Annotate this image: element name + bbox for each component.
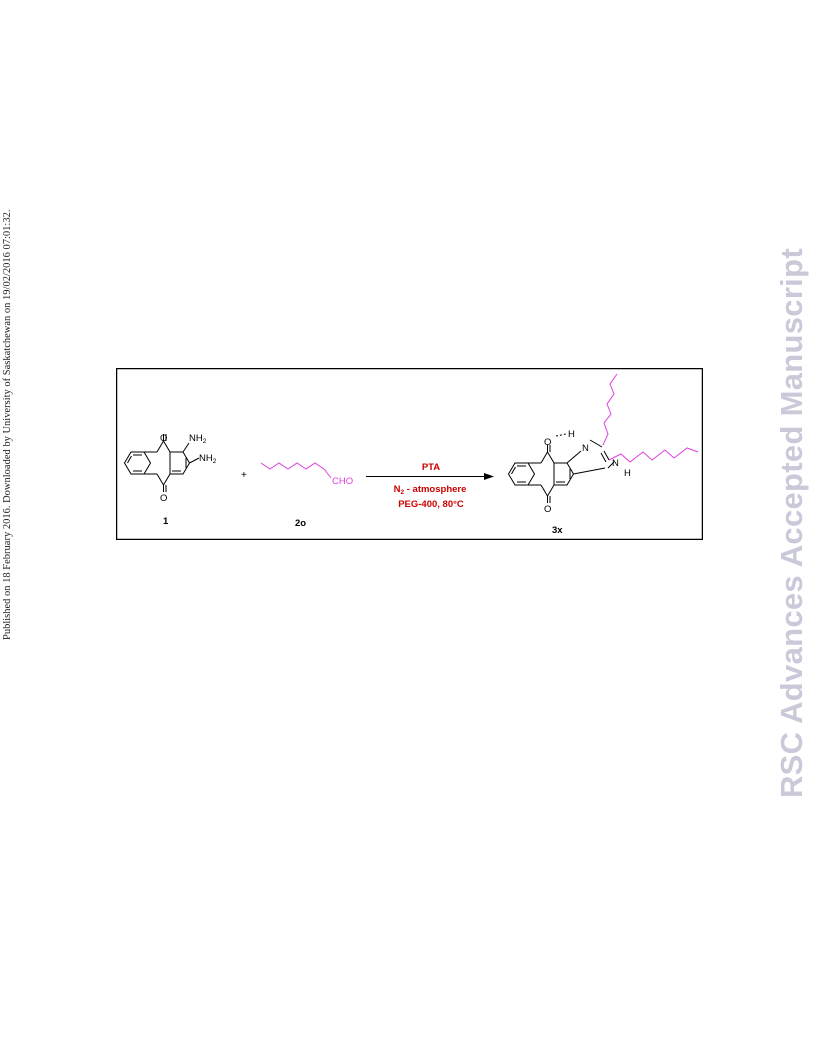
nh-text: NH [199,453,213,464]
reaction-scheme: O O NH2 NH2 1 + CHO 2o PTA N2 - atmosphe… [116,368,703,540]
product-3x-structure [507,433,615,503]
reactant-1-nh2-upper: NH2 [189,433,207,445]
plus-sign: + [241,470,247,481]
aldehyde-group: CHO [332,476,353,487]
reactant-2o-chain [260,462,332,479]
atmosphere-condition: N2 - atmosphere [394,484,467,496]
n-text: N [394,484,401,495]
reactant-2o-label: 2o [295,518,306,529]
nh-text: NH [189,433,203,444]
subscript-2: 2 [203,438,207,445]
accepted-manuscript-watermark: RSC Advances Accepted Manuscript [774,248,809,798]
reactant-1-label: 1 [163,516,169,527]
subscript-2: 2 [400,489,404,496]
product-3x-label: 3x [552,525,563,536]
product-h-upper: H [568,429,575,440]
product-n-upper: N [582,443,589,454]
scheme-frame [116,368,703,540]
product-o-top: O [544,437,551,448]
product-n-lower: N [612,458,619,469]
product-h-lower: H [624,468,631,479]
atmosphere-text: - atmosphere [404,484,466,495]
subscript-2: 2 [213,458,217,465]
reactant-1-nh2-lower: NH2 [199,453,217,465]
reactant-1-o-bottom: O [160,493,167,504]
solvent-temperature-condition: PEG-400, 80°C [398,499,464,510]
reactant-1-o-top: O [160,433,167,444]
arrow-head [484,473,494,480]
download-notice: Published on 18 February 2016. Downloade… [2,209,13,640]
product-alkyl-chains [602,373,699,463]
reactant-1-structure [123,434,200,492]
product-o-bottom: O [544,504,551,515]
catalyst-label: PTA [422,462,440,473]
